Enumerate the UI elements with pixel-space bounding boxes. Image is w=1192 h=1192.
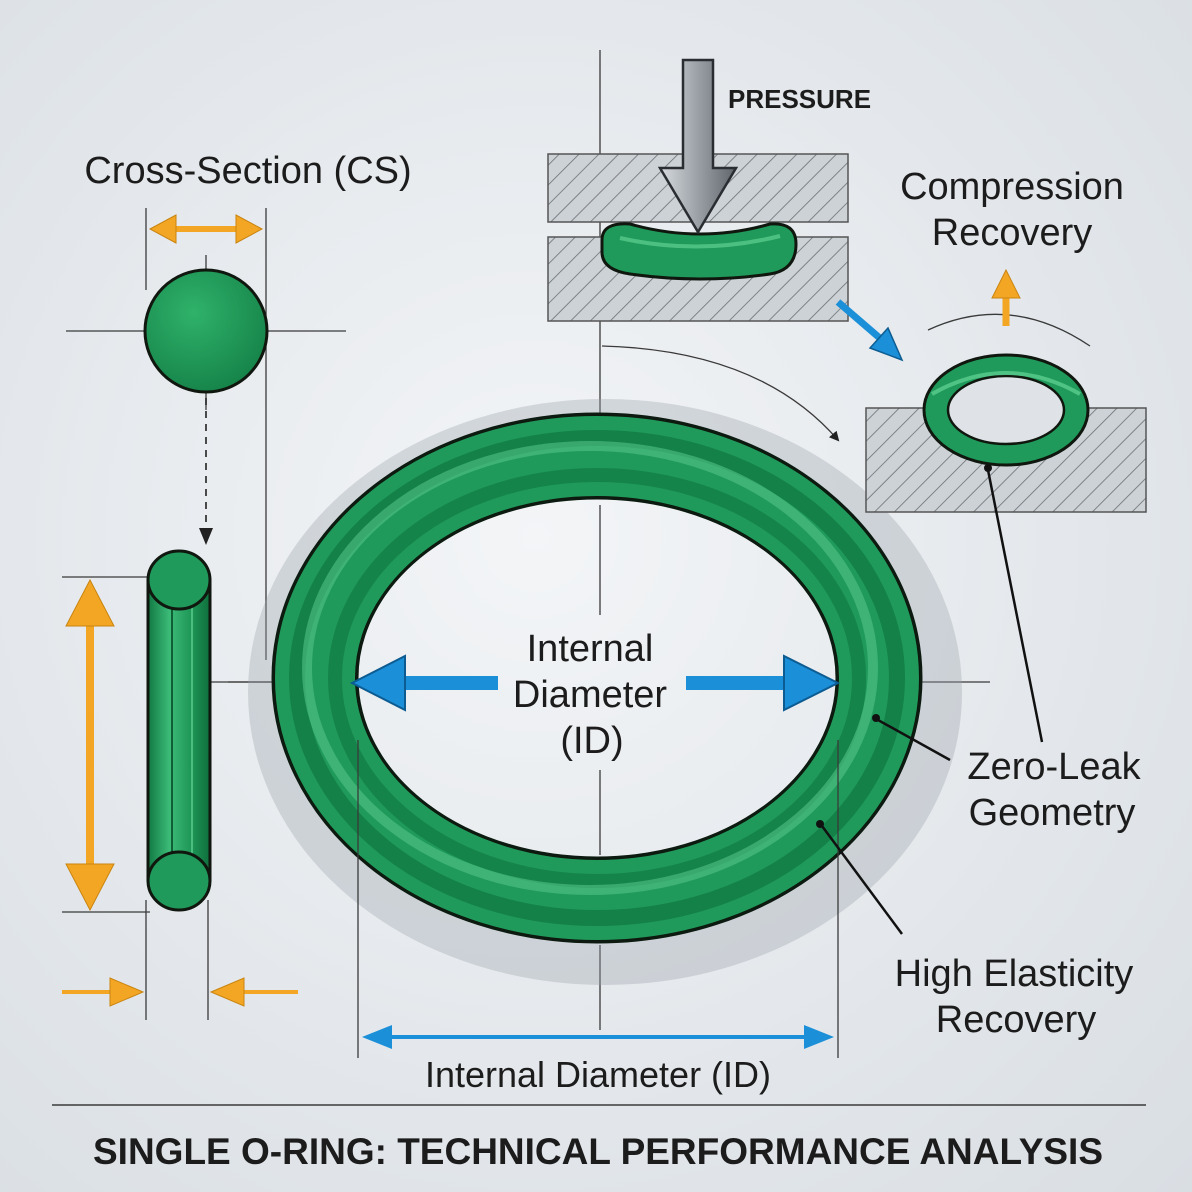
pressure-label: PRESSURE [728, 84, 871, 114]
footer-group: SINGLE O-RING: TECHNICAL PERFORMANCE ANA… [52, 1104, 1146, 1172]
id-center-line-1: Internal [527, 628, 654, 670]
cs-disc [143, 268, 269, 394]
side-profile-group [62, 549, 310, 1020]
id-arrow-right [686, 654, 841, 712]
recovery-up-arrow [991, 268, 1021, 299]
id-center-line-2: Diameter [513, 674, 667, 716]
compressed-oring [600, 222, 798, 281]
compression-label-line-2: Recovery [932, 212, 1093, 254]
side-height-arrow [65, 578, 115, 912]
zero-leak-line-2: Geometry [969, 792, 1136, 834]
curved-transition-arrow [601, 345, 840, 442]
compression-recovery-group: Compression Recovery [601, 166, 1147, 513]
cs-width-arrow [148, 214, 264, 244]
recovery-blue-arrow [868, 326, 904, 362]
main-ring-group: Internal Diameter (ID) Internal Diameter… [228, 50, 990, 1095]
id-arrow-left [349, 654, 498, 712]
callouts-group: Zero-Leak Geometry High Elasticity Recov… [816, 464, 1142, 1041]
pressure-arrow [657, 58, 739, 235]
footer-title: SINGLE O-RING: TECHNICAL PERFORMANCE ANA… [93, 1131, 1103, 1172]
side-profile-rod [146, 578, 212, 882]
id-bottom-label: Internal Diameter (ID) [425, 1054, 771, 1095]
side-thickness-arrows [62, 977, 298, 1007]
zero-leak-line-1: Zero-Leak [967, 746, 1141, 788]
id-center-line-3: (ID) [560, 720, 623, 762]
id-bottom-dimension-arrow [362, 1025, 834, 1049]
cross-section-label: Cross-Section (CS) [84, 150, 411, 192]
compression-label-line-1: Compression [900, 166, 1124, 208]
cross-section-group: Cross-Section (CS) [66, 150, 412, 660]
pressure-group: PRESSURE [547, 58, 871, 322]
high-elasticity-line-2: Recovery [936, 999, 1097, 1041]
high-elasticity-line-1: High Elasticity [895, 953, 1134, 995]
